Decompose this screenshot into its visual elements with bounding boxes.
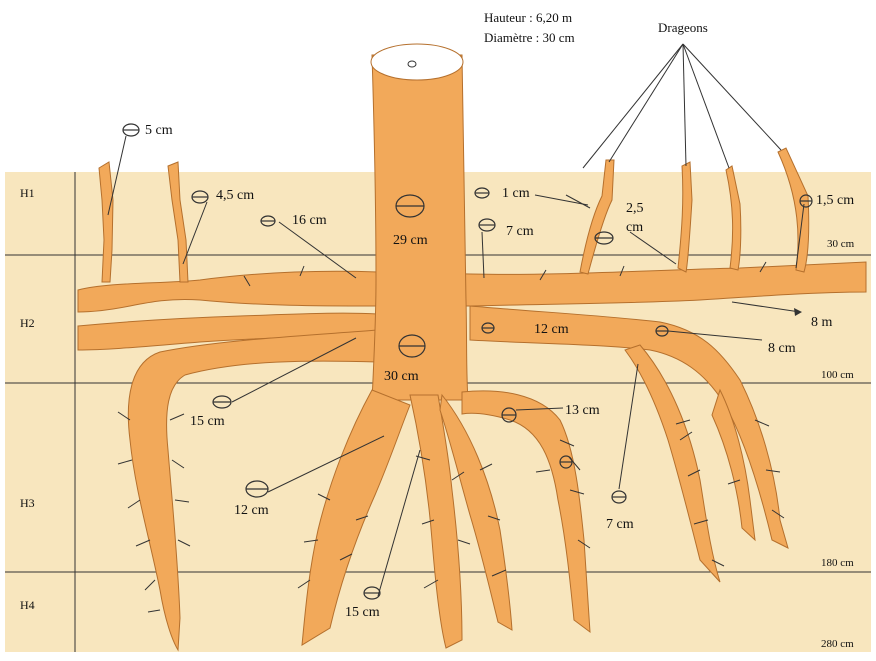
label-12cm-right: 12 cm [534, 322, 569, 337]
label-1-5cm: 1,5 cm [816, 193, 854, 208]
label-8cm: 8 cm [768, 341, 796, 356]
horizon-h2-label: H2 [20, 316, 35, 330]
label-sucker-left: 5 cm [145, 123, 173, 138]
label-7cm-right: 7 cm [606, 517, 634, 532]
depth-label-280: 280 cm [821, 638, 854, 650]
label-1cm: 1 cm [502, 186, 530, 201]
trunk [372, 55, 468, 400]
tree-diameter-label: Diamètre : 30 cm [484, 30, 575, 45]
label-15cm-bottom: 15 cm [345, 605, 380, 620]
horizon-h4-label: H4 [20, 598, 35, 612]
section-marker-5cm [123, 124, 139, 136]
drageons-pointer-lines [583, 44, 781, 168]
label-2-5-a: 2,5 [626, 201, 644, 216]
label-8m: 8 m [811, 315, 833, 330]
label-13cm: 13 cm [565, 403, 600, 418]
label-16cm: 16 cm [292, 213, 327, 228]
suckers-title: Drageons [658, 20, 708, 35]
label-trunk-base: 30 cm [384, 369, 419, 384]
label-15cm-left: 15 cm [190, 414, 225, 429]
trunk-cut-top [371, 44, 463, 80]
tree-height-label: Hauteur : 6,20 m [484, 10, 572, 25]
depth-label-100: 100 cm [821, 369, 854, 381]
label-12cm-left: 12 cm [234, 503, 269, 518]
depth-label-180: 180 cm [821, 557, 854, 569]
label-4-5cm: 4,5 cm [216, 188, 254, 203]
horizon-h1-label: H1 [20, 186, 35, 200]
label-7cm-top: 7 cm [506, 224, 534, 239]
depth-label-30: 30 cm [827, 238, 855, 250]
label-trunk-top: 29 cm [393, 233, 428, 248]
label-2-5-b: cm [626, 220, 643, 235]
horizon-h3-label: H3 [20, 496, 35, 510]
